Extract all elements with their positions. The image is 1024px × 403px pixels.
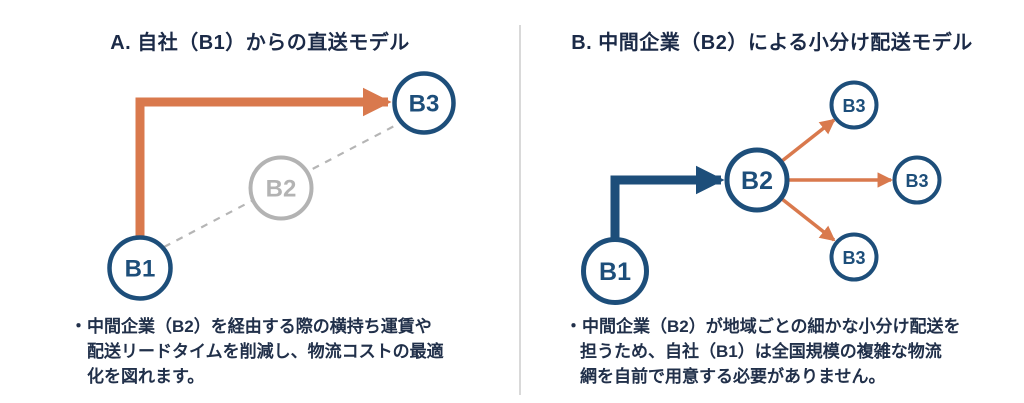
note-line: ・中間企業（B2）が地域ごとの細かな小分け配送を: [565, 317, 961, 336]
note-line: 担うため、自社（B1）は全国規模の複雑な物流: [580, 342, 942, 361]
node-b1: B1: [107, 235, 173, 301]
panel-b-diagram: B1 B2 B3 B3 B3: [581, 80, 942, 305]
note-line: 配送リードタイムを削減し、物流コストの最適: [87, 342, 444, 361]
node-b2-gray: B2: [248, 155, 314, 221]
distribution-arrow-bottom: [780, 197, 836, 242]
node-b2: B2: [724, 147, 790, 213]
panel-direct-shipping-model: A. 自社（B1）からの直送モデル B2 B1: [0, 32, 520, 389]
panel-intermediary-distribution-model: B. 中間企業（B2）による小分け配送モデル B1: [520, 0, 1024, 403]
node-b2-label: B2: [741, 167, 773, 195]
inbound-bulk-arrow: [610, 165, 725, 239]
node-b3-top-label: B3: [842, 96, 865, 116]
node-b3-bottom: B3: [829, 232, 879, 282]
panel-a-title: A. 自社（B1）からの直送モデル: [110, 32, 410, 54]
panel-a-diagram: B2 B1 B3: [107, 71, 456, 301]
node-b3-middle: B3: [892, 155, 942, 205]
direct-route-arrow: [135, 87, 392, 237]
distribution-arrow-top: [780, 118, 836, 163]
panel-b-notes: ・中間企業（B2）が地域ごとの細かな小分け配送を 担うため、自社（B1）は全国規…: [520, 314, 1024, 389]
node-b1-label: B1: [125, 256, 156, 283]
node-b3-bottom-label: B3: [842, 248, 865, 268]
node-b2-label: B2: [266, 176, 297, 203]
node-b3-top: B3: [829, 80, 879, 130]
panel-b-title: B. 中間企業（B2）による小分け配送モデル: [571, 32, 973, 54]
node-b3-middle-label: B3: [905, 171, 928, 191]
node-b3-label: B3: [409, 91, 440, 118]
node-b1: B1: [581, 237, 649, 305]
note-line: ・中間企業（B2）を経由する際の横持ち運賃や: [70, 317, 432, 336]
panel-divider: [519, 25, 521, 395]
dashed-route-line: [163, 122, 401, 248]
node-b1-label: B1: [599, 258, 631, 286]
node-b3: B3: [392, 71, 456, 135]
note-line: 化を図れます。: [87, 367, 205, 386]
note-line: 網を自前で用意する必要がありません。: [580, 367, 886, 386]
panel-a-notes: ・中間企業（B2）を経由する際の横持ち運賃や 配送リードタイムを削減し、物流コス…: [0, 314, 520, 389]
